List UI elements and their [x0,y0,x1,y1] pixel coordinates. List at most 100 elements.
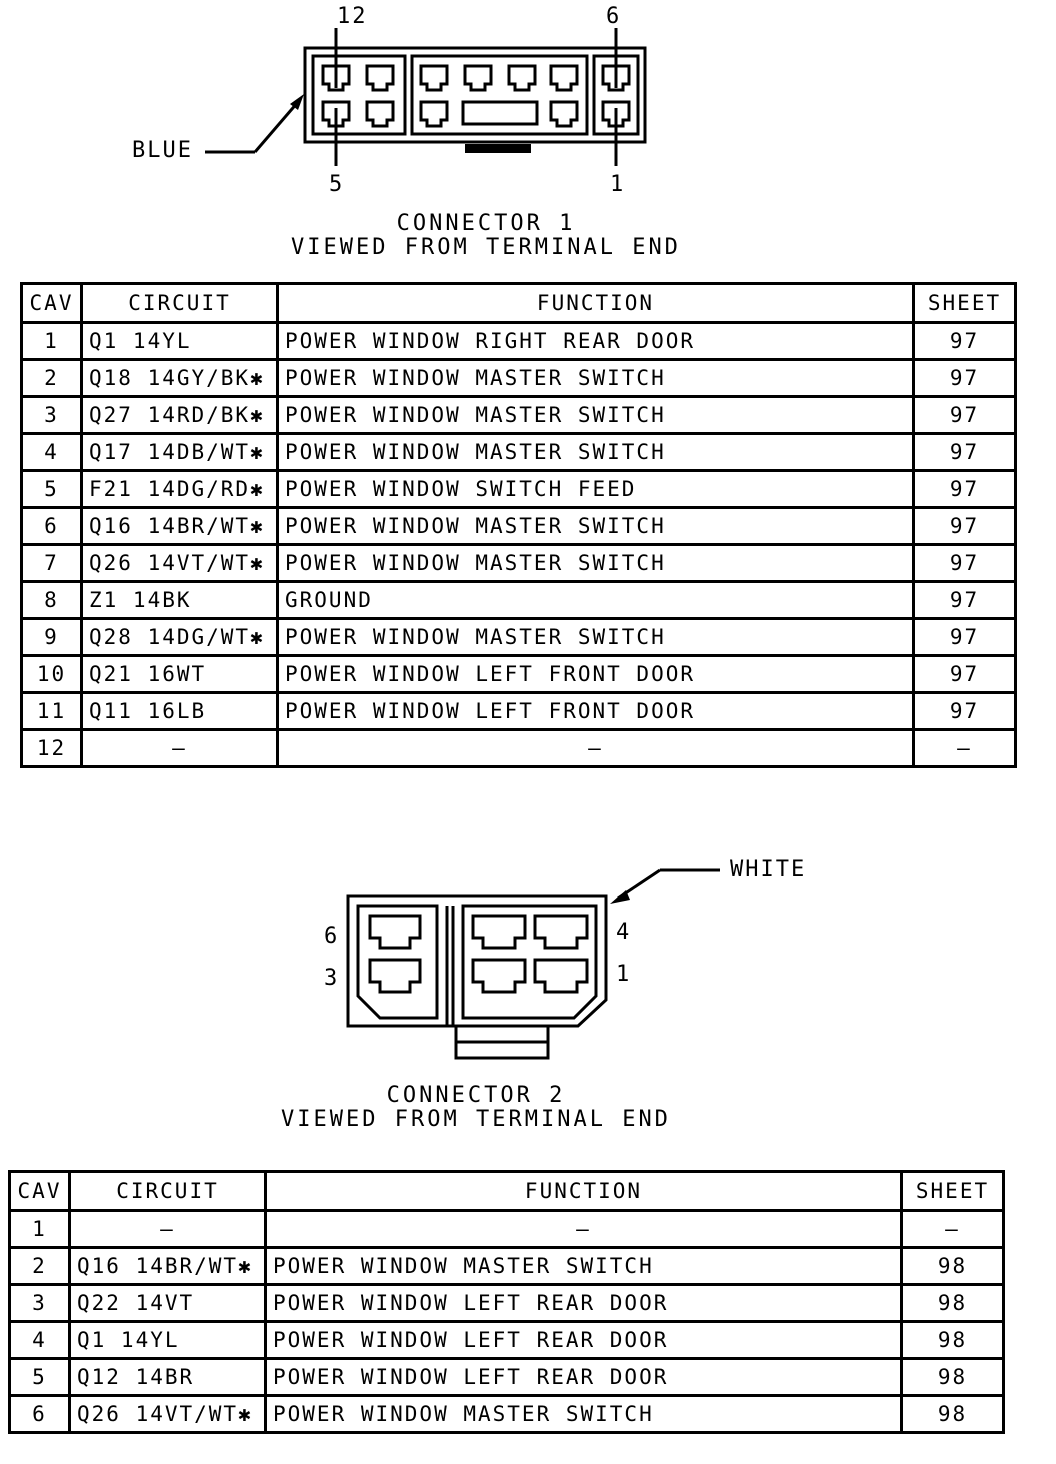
circuit-cell: Q26 14VT/WT✱ [68,1394,267,1434]
header-circuit: CIRCUIT [68,1170,267,1212]
cav-cell: 6 [20,506,83,546]
connector-title: CONNECTOR 1 [396,211,576,236]
circuit-cell: Q16 14BR/WT✱ [80,506,279,546]
circuit-cell: Q1 14YL [68,1320,267,1360]
cav-cell: 5 [8,1357,71,1397]
sheet-cell: 97 [912,395,1017,435]
cav-cell: 10 [20,654,83,694]
function-cell: POWER WINDOW MASTER SWITCH [276,432,915,472]
header-function: FUNCTION [264,1170,903,1212]
header-cav: CAV [20,282,83,324]
cav-cell: 4 [20,432,83,472]
circuit-cell: Q18 14GY/BK✱ [80,358,279,398]
cav-cell: 12 [20,728,83,768]
header-function: FUNCTION [276,282,915,324]
sheet-cell: 97 [912,469,1017,509]
function-cell: POWER WINDOW MASTER SWITCH [276,395,915,435]
cav-cell: 9 [20,617,83,657]
function-cell: POWER WINDOW LEFT REAR DOOR [264,1283,903,1323]
cav-cell: 1 [20,321,83,361]
sheet-cell: — [912,728,1017,768]
function-cell: POWER WINDOW RIGHT REAR DOOR [276,321,915,361]
pin-label-5: 5 [329,172,345,197]
function-cell: GROUND [276,580,915,620]
circuit-cell: Q17 14DB/WT✱ [80,432,279,472]
circuit-cell: — [68,1209,267,1249]
cav-cell: 8 [20,580,83,620]
circuit-cell: Q27 14RD/BK✱ [80,395,279,435]
sheet-cell: 97 [912,580,1017,620]
circuit-cell: Q11 16LB [80,691,279,731]
function-cell: POWER WINDOW LEFT REAR DOOR [264,1357,903,1397]
sheet-cell: 97 [912,506,1017,546]
cav-cell: 6 [8,1394,71,1434]
sheet-cell: 98 [900,1394,1005,1434]
sheet-cell: 98 [900,1283,1005,1323]
sheet-cell: 98 [900,1320,1005,1360]
pin-label-4: 4 [616,920,632,945]
connector-1-housing [205,28,647,166]
function-cell: POWER WINDOW LEFT REAR DOOR [264,1320,903,1360]
cav-cell: 2 [20,358,83,398]
cav-cell: 3 [8,1283,71,1323]
cav-cell: 11 [20,691,83,731]
header-circuit: CIRCUIT [80,282,279,324]
circuit-cell: Q26 14VT/WT✱ [80,543,279,583]
pin-label-12: 12 [337,4,368,29]
header-cav: CAV [8,1170,71,1212]
connector-subtitle: VIEWED FROM TERMINAL END [291,235,681,260]
function-cell: POWER WINDOW MASTER SWITCH [276,358,915,398]
circuit-cell: F21 14DG/RD✱ [80,469,279,509]
circuit-cell: Q28 14DG/WT✱ [80,617,279,657]
cav-cell: 1 [8,1209,71,1249]
pin-label-3: 3 [324,966,340,991]
connector-2-housing [346,868,720,1060]
function-cell: POWER WINDOW LEFT FRONT DOOR [276,654,915,694]
function-cell: POWER WINDOW MASTER SWITCH [264,1394,903,1434]
function-cell: — [276,728,915,768]
function-cell: POWER WINDOW MASTER SWITCH [276,506,915,546]
circuit-cell: Q16 14BR/WT✱ [68,1246,267,1286]
sheet-cell: — [900,1209,1005,1249]
sheet-cell: 97 [912,654,1017,694]
circuit-cell: Z1 14BK [80,580,279,620]
cav-cell: 5 [20,469,83,509]
sheet-cell: 97 [912,321,1017,361]
sheet-cell: 98 [900,1246,1005,1286]
sheet-cell: 97 [912,543,1017,583]
connector-subtitle: VIEWED FROM TERMINAL END [281,1107,671,1132]
table-header: CAV CIRCUIT FUNCTION SHEET [8,1170,1005,1212]
connector-1-latch [465,144,531,153]
pin-label-1: 1 [616,962,632,987]
connector-color-label: BLUE [132,138,193,163]
pin-label-6: 6 [324,924,340,949]
function-cell: — [264,1209,903,1249]
cav-cell: 4 [8,1320,71,1360]
pin-label-6: 6 [606,4,622,29]
function-cell: POWER WINDOW MASTER SWITCH [276,543,915,583]
header-sheet: SHEET [900,1170,1005,1212]
circuit-cell: Q21 16WT [80,654,279,694]
circuit-cell: — [80,728,279,768]
function-cell: POWER WINDOW MASTER SWITCH [276,617,915,657]
circuit-cell: Q1 14YL [80,321,279,361]
connector-title: CONNECTOR 2 [386,1083,566,1108]
sheet-cell: 97 [912,617,1017,657]
connector-color-label: WHITE [730,857,807,882]
table-row: 12——— [20,728,1017,768]
